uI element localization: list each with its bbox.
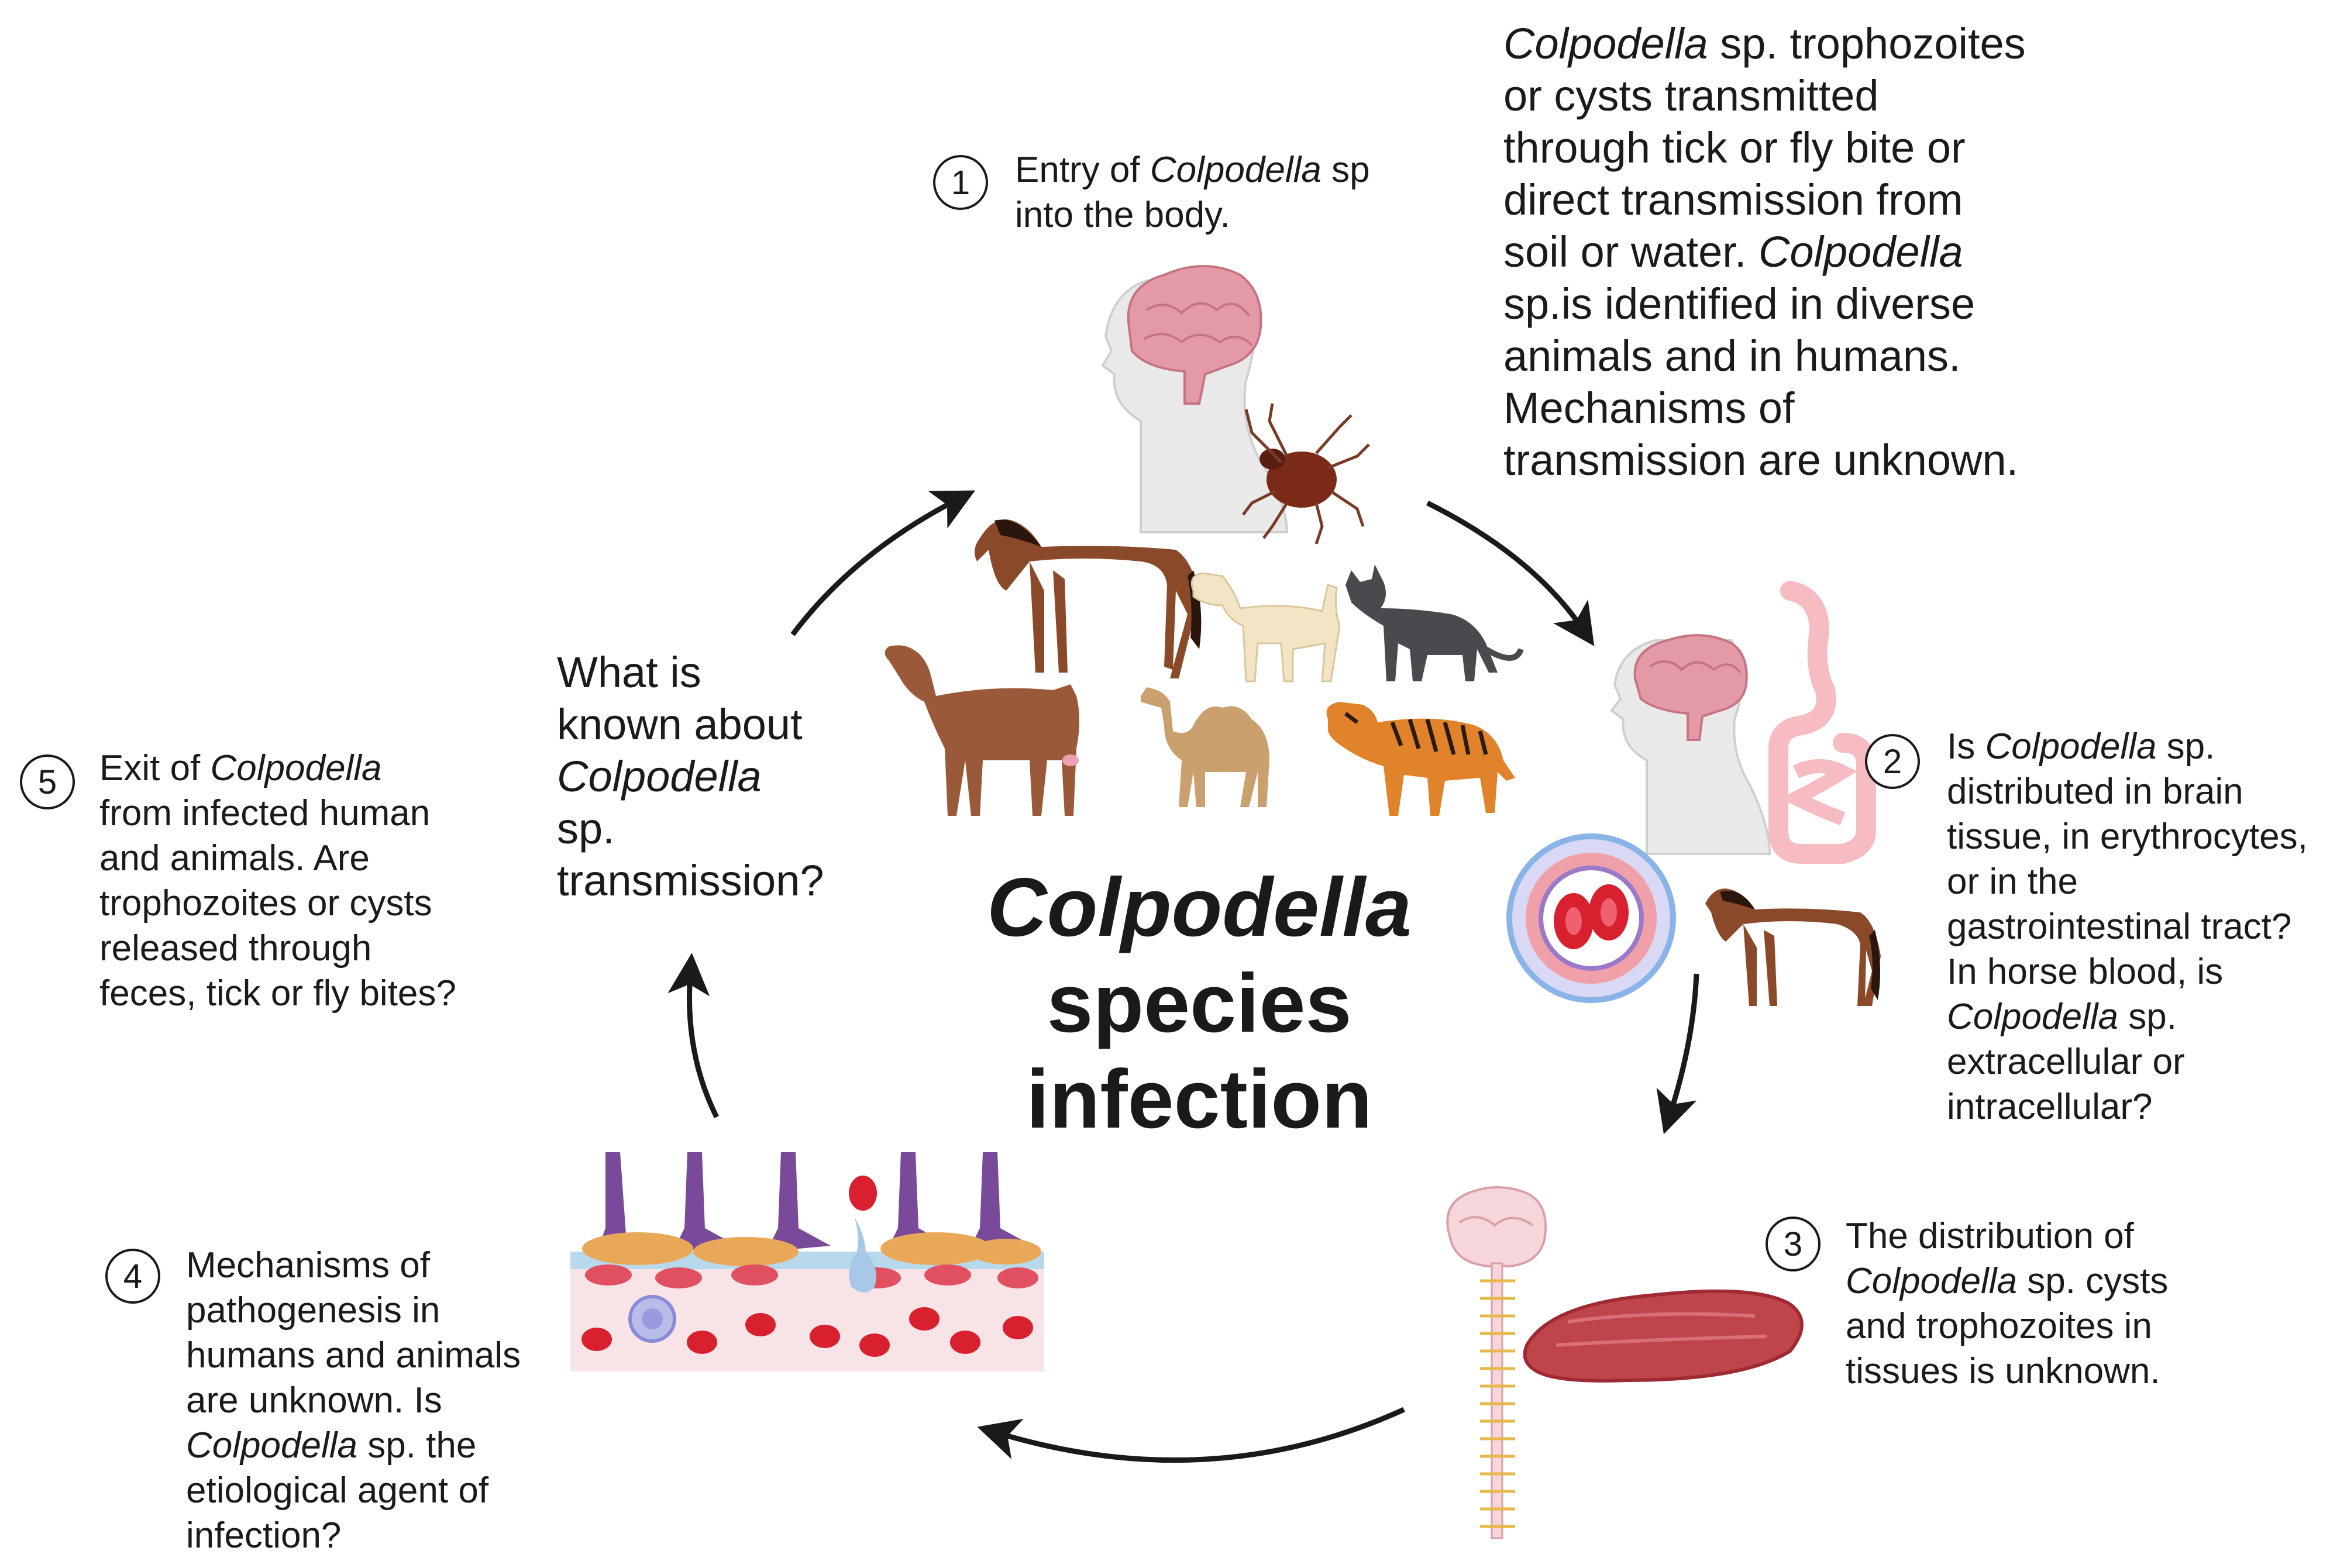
step-2-number: 2 — [1865, 734, 1920, 789]
step-text: Entry of — [1015, 150, 1150, 190]
step-5-number: 5 — [20, 754, 75, 809]
step-text: etiological agent of — [186, 1470, 489, 1511]
step-text: tissue, in erythrocytes, — [1947, 816, 2308, 857]
note-text: direct transmission from — [1503, 175, 1963, 224]
horse-icon — [975, 519, 1202, 678]
intestinal-epithelium-icon — [570, 1152, 1044, 1371]
tiger-icon — [1326, 702, 1515, 816]
arrow-5-to-1 — [790, 490, 976, 636]
species-name: Colpodella — [1846, 1261, 2017, 1301]
step-3-number: 3 — [1766, 1217, 1821, 1271]
step-text: and animals. Are — [99, 838, 370, 878]
species-name: Colpodella — [1758, 228, 1963, 276]
step-text: released through — [99, 928, 372, 969]
step-4-text: Mechanisms of pathogenesis in humans and… — [186, 1243, 584, 1558]
title-line-1: Colpodella — [987, 861, 1412, 954]
species-name: Colpodella — [1150, 150, 1322, 190]
note-text: sp.is identified in diverse — [1503, 280, 1976, 328]
step-text: humans and animals — [186, 1335, 521, 1376]
note-text: sp. trophozoites — [1708, 19, 2026, 68]
step-text: In horse blood, is — [1947, 952, 2224, 992]
title-line-2: species — [1047, 957, 1352, 1050]
step-text: infection? — [186, 1515, 342, 1556]
intestine-icon — [1768, 581, 1876, 864]
step-text: Mechanisms of — [186, 1245, 430, 1286]
center-question-line: sp. — [557, 804, 615, 853]
step-text: feces, tick or fly bites? — [99, 973, 456, 1014]
step-text: sp. — [2118, 997, 2177, 1037]
tick-icon — [1242, 403, 1370, 545]
step-text: into the body. — [1015, 195, 1230, 235]
note-text: animals and in humans. — [1503, 332, 1961, 380]
step-text: pathogenesis in — [186, 1290, 441, 1331]
step-text: sp. — [2156, 726, 2215, 767]
step-text: or in the — [1947, 861, 2078, 902]
note-text: transmission are unknown. — [1503, 436, 2019, 484]
human-head-brain-icon — [1610, 634, 1771, 855]
step-text: from infected human — [99, 793, 431, 833]
species-name: Colpodella — [1985, 726, 2157, 767]
note-text: Mechanisms of — [1503, 384, 1795, 432]
species-name: Colpodella — [186, 1425, 357, 1466]
camel-icon — [1141, 687, 1269, 807]
center-question-line: known about — [557, 700, 803, 749]
center-question-line: What is — [557, 648, 701, 697]
muscle-tissue-icon — [1523, 1289, 1804, 1383]
title-line-3: infection — [1026, 1053, 1372, 1146]
cat-icon — [1345, 564, 1524, 681]
transmission-note: Colpodella sp. trophozoites or cysts tra… — [1503, 18, 2147, 486]
step-text: Exit of — [99, 748, 211, 788]
step-text: sp — [1321, 150, 1370, 190]
goat-icon — [885, 645, 1079, 816]
center-question-line: transmission? — [557, 856, 824, 905]
note-text: through tick or fly bite or — [1503, 123, 1966, 172]
step-2-text: Is Colpodella sp. distributed in brain t… — [1947, 724, 2345, 1129]
note-text: or cysts transmitted — [1503, 71, 1879, 120]
step-text: sp. cysts — [2017, 1261, 2169, 1301]
step-text: intracellular? — [1947, 1087, 2153, 1127]
center-question: What is known about Colpodella sp. trans… — [557, 646, 885, 907]
arrow-2-to-3 — [1656, 973, 1699, 1135]
dog-icon — [1190, 572, 1341, 683]
step-text: gastrointestinal tract? — [1947, 907, 2292, 947]
step-text: distributed in brain — [1947, 771, 2243, 812]
species-name: Colpodella — [1503, 19, 1708, 68]
step-text: sp. the — [357, 1425, 477, 1466]
arrow-1-to-2 — [1426, 500, 1595, 646]
arrow-4-to-5 — [667, 953, 720, 1119]
step-text: Is — [1947, 726, 1985, 767]
arrow-3-to-4 — [977, 1407, 1405, 1463]
step-1-text: Entry of Colpodella sp into the body. — [1015, 147, 1424, 237]
step-3-text: The distribution of Colpodella sp. cysts… — [1846, 1214, 2255, 1394]
step-5-text: Exit of Colpodella from infected human a… — [99, 746, 521, 1016]
step-4-number: 4 — [105, 1249, 160, 1304]
blood-vessel-erythrocyte-icon — [1506, 833, 1676, 1003]
human-head-brain-icon — [1101, 265, 1289, 533]
brain-spinal-cord-icon — [1446, 1186, 1547, 1539]
step-text: and trophozoites in — [1846, 1306, 2152, 1346]
step-1-number: 1 — [933, 155, 988, 210]
species-name: Colpodella — [210, 748, 382, 788]
step-text: trophozoites or cysts — [99, 883, 432, 923]
step-text: The distribution of — [1846, 1216, 2134, 1256]
note-text: soil or water. — [1503, 228, 1758, 276]
species-name: Colpodella — [1947, 997, 2118, 1037]
center-question-line: Colpodella — [557, 752, 762, 801]
step-text: are unknown. Is — [186, 1380, 442, 1421]
horse-icon — [1705, 888, 1881, 1006]
step-text: tissues is unknown. — [1846, 1351, 2160, 1391]
step-text: extracellular or — [1947, 1042, 2185, 1082]
diagram-title: Colpodella species infection — [936, 860, 1462, 1147]
